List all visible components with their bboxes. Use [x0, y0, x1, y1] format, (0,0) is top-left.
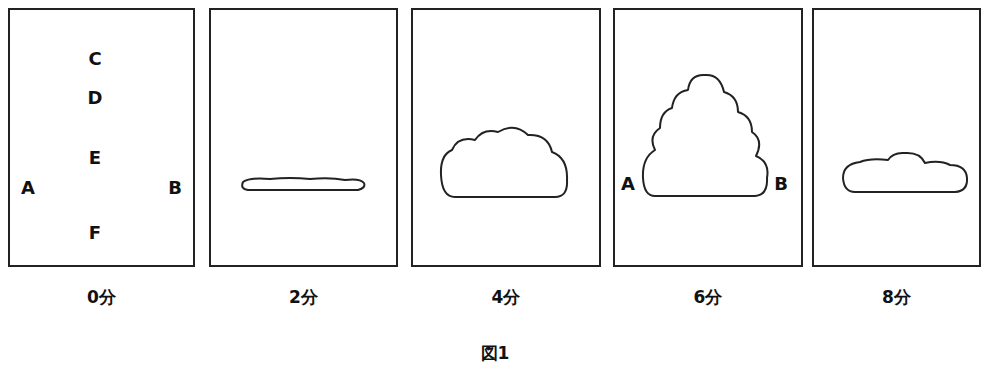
point-letter: B [168, 179, 182, 197]
point-letter: E [89, 149, 101, 167]
point-letter: A [621, 175, 635, 193]
time-panel: 0分 [8, 8, 195, 267]
flat-cloud [242, 178, 364, 190]
cumulus-cloud [441, 128, 567, 197]
time-label: 2分 [211, 286, 396, 309]
time-panel: 4分 [411, 8, 601, 267]
time-label: 4分 [413, 286, 599, 309]
point-letter: F [89, 224, 101, 242]
small-cloud [843, 153, 967, 192]
time-label: 0分 [10, 286, 193, 309]
time-label: 8分 [814, 286, 979, 309]
point-letter: D [88, 89, 103, 107]
tall-cumulus-cloud [643, 75, 768, 196]
time-label: 6分 [615, 286, 801, 309]
point-letter: A [21, 179, 35, 197]
point-letter: C [88, 50, 101, 68]
time-panel: 2分 [209, 8, 398, 267]
figure-caption: 図1 [481, 342, 510, 365]
time-panel: 8分 [812, 8, 981, 267]
point-letter: B [774, 175, 788, 193]
time-panel: 6分 [613, 8, 803, 267]
